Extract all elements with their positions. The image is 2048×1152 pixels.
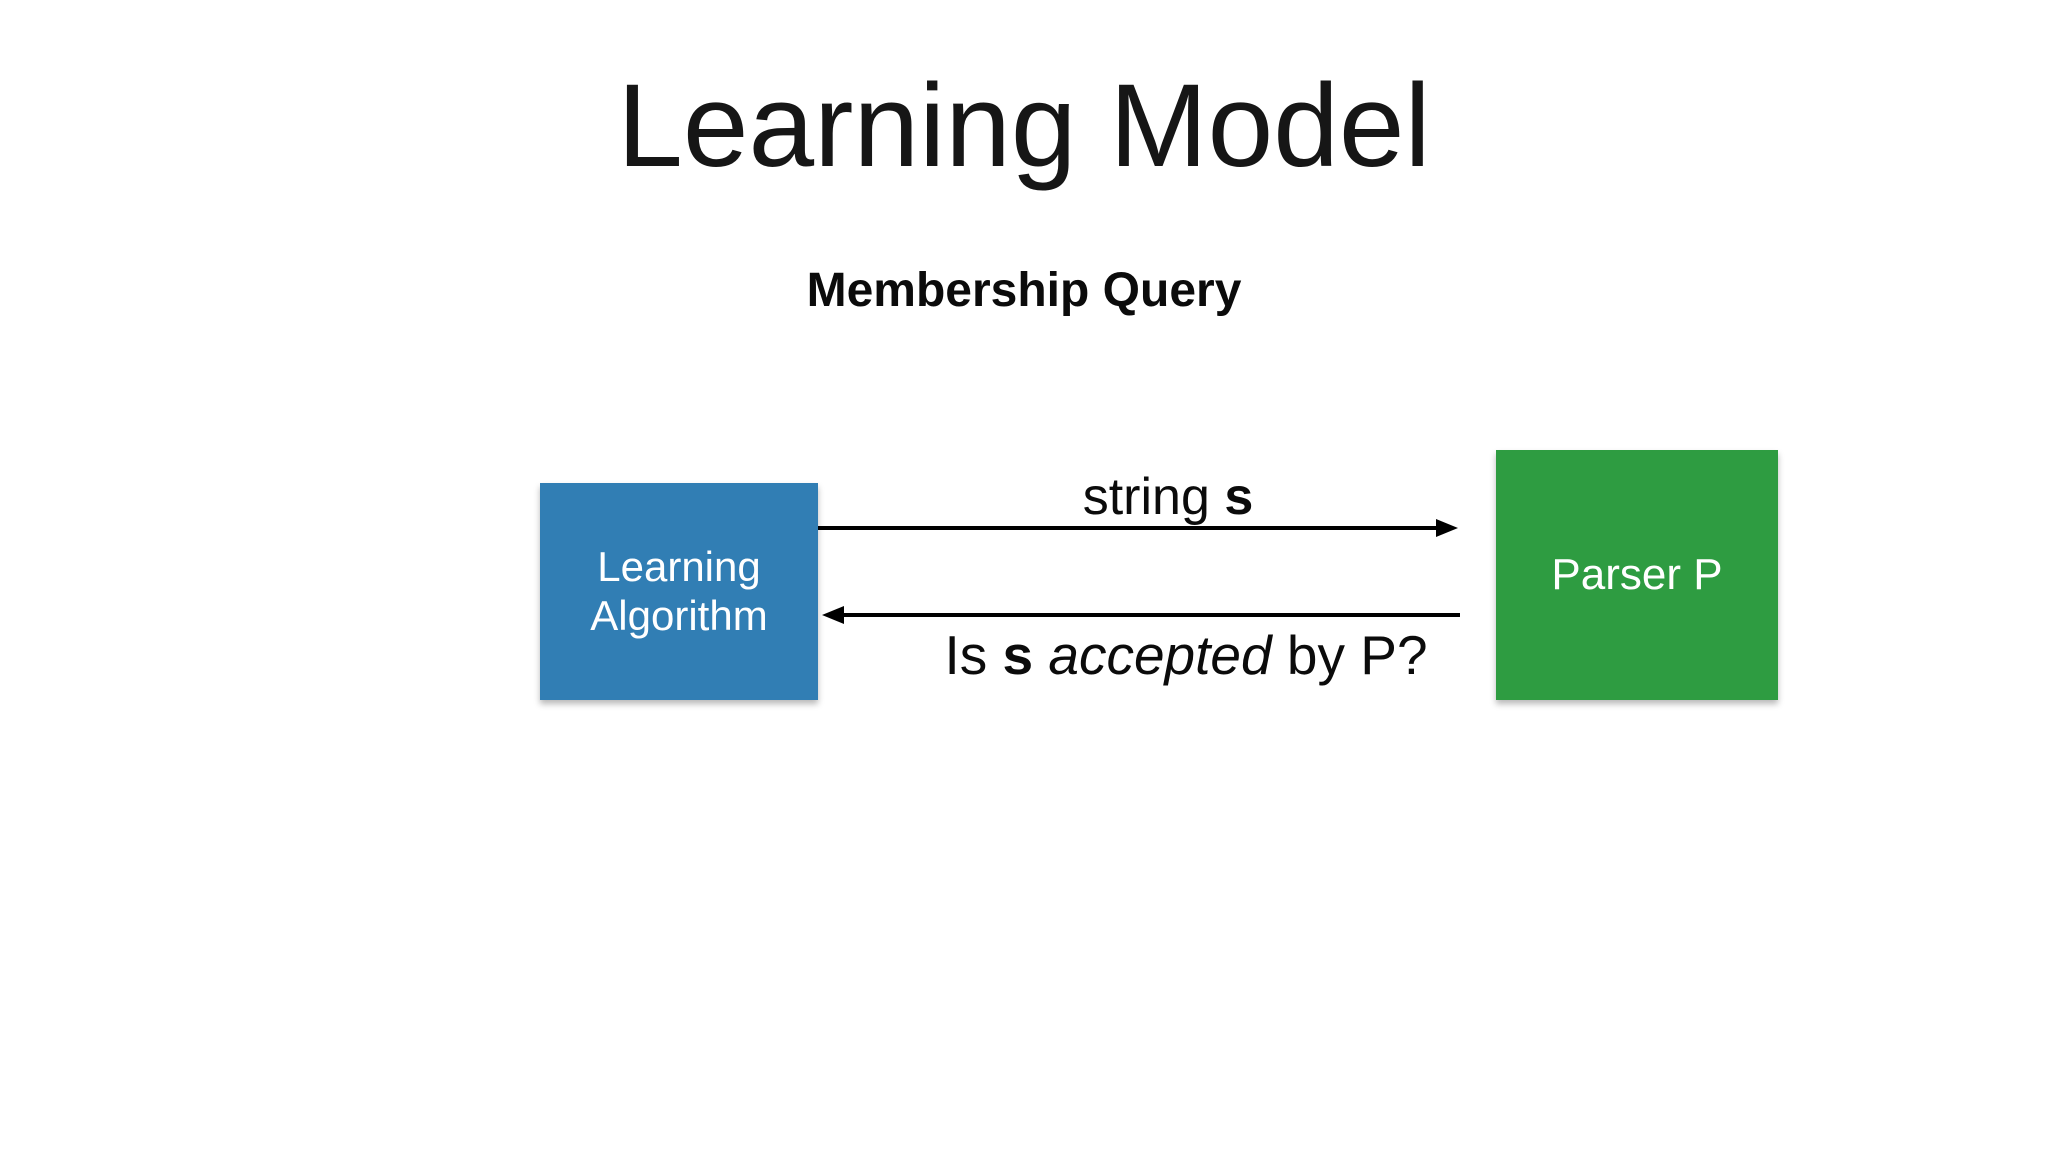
response-arrow-label: Is s accepted by P? xyxy=(944,622,1427,688)
slide-subtitle: Membership Query xyxy=(806,264,1242,317)
response-label-p1: Is xyxy=(944,624,1003,686)
query-arrowhead-right-icon xyxy=(1436,519,1458,537)
parser-label: Parser P xyxy=(1551,549,1723,599)
response-label-bold-s: s xyxy=(1002,624,1034,686)
query-label-bold-s: s xyxy=(1224,468,1254,526)
learning-algorithm-label-line2: Algorithm xyxy=(590,591,768,639)
query-arrow-line xyxy=(818,526,1440,530)
response-label-italic-accepted: accepted xyxy=(1033,624,1287,686)
query-arrow-label: string s xyxy=(1083,466,1254,528)
query-label-regular: string xyxy=(1082,468,1225,526)
slide-title: Learning Model xyxy=(617,60,1431,192)
response-label-p2: by P? xyxy=(1286,624,1428,686)
response-arrowhead-left-icon xyxy=(822,606,844,624)
response-arrow-line xyxy=(842,613,1460,617)
learning-algorithm-box: Learning Algorithm xyxy=(540,483,818,700)
learning-algorithm-label-line1: Learning xyxy=(597,543,761,591)
parser-box: Parser P xyxy=(1496,450,1778,700)
